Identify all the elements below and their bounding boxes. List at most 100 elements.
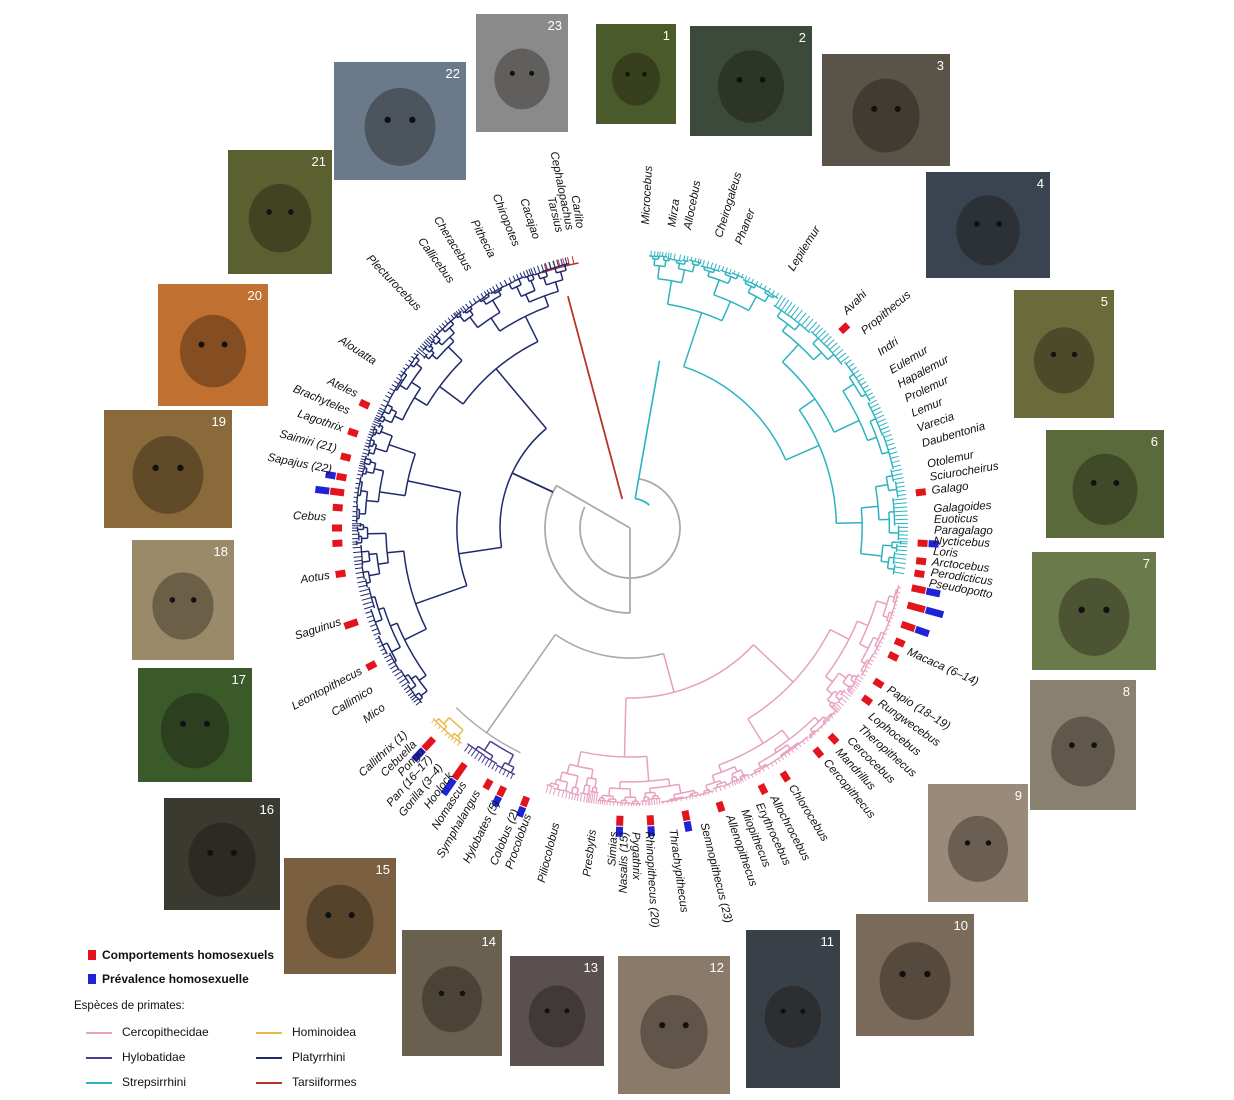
hominoidea-a-a-tips-arc xyxy=(454,737,463,744)
tarsier-tip xyxy=(571,255,575,265)
strepsirrhini-a-a-b-node xyxy=(678,267,693,273)
platyrrhini-b-a-a-a-b-b-tip xyxy=(380,403,387,408)
behavior-marker xyxy=(827,732,840,745)
platyrrhini-a-a-a-b-b-b-tip xyxy=(360,592,371,597)
cercopithecidae-a-b-b-a-a-b-tip xyxy=(739,779,743,783)
legend-label-strepsirrhini: Strepsirrhini xyxy=(122,1075,187,1089)
platyrrhini-b-a-a-a-b-branch xyxy=(386,404,393,408)
primate-eye xyxy=(974,221,980,227)
platyrrhini-b-b-a-b-branch xyxy=(497,290,502,296)
platyrrhini-b-b-a-b-a-b-tips-arc xyxy=(484,292,491,297)
primate-photo xyxy=(402,930,502,1056)
strepsirrhini-b-a-a-a-node xyxy=(776,315,796,331)
behavior-marker xyxy=(421,736,437,752)
cercopithecidae-a-a-b-b-a-a-tip xyxy=(843,690,852,697)
platyrrhini-a-a-a-a-branch xyxy=(410,675,417,680)
cercopithecidae-b-b-a-b-a-tip xyxy=(587,794,590,803)
strepsirrhini-a-a-a-branch xyxy=(653,258,656,266)
strepsirrhini-b-node xyxy=(798,409,838,524)
cercopithecidae-a-a-node xyxy=(825,620,858,677)
platyrrhini-b-b-b-a-a-branch xyxy=(508,283,513,290)
prevalence-marker xyxy=(440,777,457,797)
cercopithecidae-a-b-a-b-b-a-tip xyxy=(762,767,765,772)
strepsirrhini-a-b-b-a-a-tip xyxy=(744,275,748,281)
platyrrhini-a-a-branch xyxy=(404,628,427,641)
hylobatidae-b-a-tips-arc xyxy=(483,755,498,765)
cercopithecidae-a-b-b-b-b-a-tip xyxy=(711,791,713,794)
strepsirrhini-b-a-b-b-a-tip xyxy=(881,429,891,435)
platyrrhini-a-b-a-a-b-node xyxy=(359,481,364,496)
hylobatidae-b-b-tip xyxy=(477,753,483,762)
cercopithecidae-a-a-b-a-branch xyxy=(848,673,854,678)
primate-face xyxy=(306,884,374,959)
photo-number: 10 xyxy=(954,918,968,933)
platyrrhini-b-a-a-a-branch xyxy=(383,418,392,424)
cercopithecidae-a-a-b-branch xyxy=(838,672,847,679)
platyrrhini-b-a-b-b-b-a-tip xyxy=(441,322,446,328)
strepsirrhini-b-a-b-b-b-tip xyxy=(892,464,901,468)
genus-label: Semnopithecus (23) xyxy=(698,822,735,925)
strepsirrhini-branch xyxy=(682,312,703,367)
primate-eye xyxy=(179,720,187,727)
cercopithecidae-a-b-a-b-b-a-tip xyxy=(766,765,770,770)
cercopithecidae-b-b-a-b-b-tip xyxy=(579,793,583,802)
strepsirrhini-b-a-a-a-a-tip xyxy=(774,295,783,307)
strepsirrhini-b-a-b-a-b-tip xyxy=(862,384,869,390)
photo-number: 11 xyxy=(821,934,835,949)
platyrrhini-a-a-a-b-b-b-tip xyxy=(361,597,372,601)
cercopithecidae-a-b-b-branch xyxy=(711,775,716,783)
platyrrhini-a-a-a-a-a-b-tip xyxy=(409,694,415,699)
strepsirrhini-a-a-a-a-b-tip xyxy=(657,251,659,257)
platyrrhini-b-a-b-a-a-tip xyxy=(415,349,426,358)
primate-eye xyxy=(759,76,766,83)
platyrrhini-b-b-a-b-a-b-tip xyxy=(483,291,488,296)
legend-label-hylobatidae: Hylobatidae xyxy=(122,1050,186,1064)
platyrrhini-b-b-a-b-a-a-tip xyxy=(472,298,477,303)
prevalence-marker xyxy=(411,747,426,763)
strepsirrhini-b-b-b-node xyxy=(880,545,884,562)
cercopithecidae-a-a-a-b-b-a-tip xyxy=(865,665,871,669)
strepsirrhini-b-a-b-node xyxy=(842,390,869,441)
species-legend-title: Espèces de primates: xyxy=(74,1000,185,1012)
hominoidea-b-b-tips-arc xyxy=(432,717,440,725)
strepsirrhini-a-a-b-a-a-tip xyxy=(678,254,681,261)
platyrrhini-b-b-a-a-a-b-tips-arc xyxy=(456,310,462,316)
genus-label: Rhinopithecus (20) xyxy=(643,831,661,928)
cercopithecidae-a-a-a-a-b-b-tip xyxy=(887,624,891,627)
platyrrhini-b-b-b-branch xyxy=(525,294,530,303)
cercopithecidae-a-a-a-b-b-b-tips-arc xyxy=(860,668,867,677)
cercopithecidae-a-b-a-b-branch xyxy=(786,744,791,750)
platyrrhini-a-b-a-a-node xyxy=(364,491,369,515)
platyrrhini-a-node xyxy=(456,491,468,586)
platyrrhini-b-b-branch xyxy=(490,317,501,332)
cercopithecidae-a-a-a-a-b-b-tips-arc xyxy=(886,615,892,627)
strepsirrhini-a-a-a-branch xyxy=(664,260,667,267)
strepsirrhini-b-a-a-b-a-tip xyxy=(823,336,832,345)
strepsirrhini-b-b-a-node xyxy=(874,486,880,520)
cercopithecidae-a-a-a-b-b-node xyxy=(860,659,868,671)
strepsirrhini-b-b-a-a-b-tip xyxy=(896,489,906,492)
cercopithecidae-a-a-b-a-a-a-tip xyxy=(855,678,862,683)
platyrrhini-a-a-a-b-a-a-tip xyxy=(392,668,399,673)
cercopithecidae-a-a-a-b-a-b-tip xyxy=(876,648,880,652)
platyrrhini-a-b-b-b-a-node xyxy=(374,429,378,436)
cercopithecidae-b-a-a-b-node xyxy=(645,791,655,794)
platyrrhini-a-b-b-b-a-a-tips-arc xyxy=(371,431,375,438)
strepsirrhini-a-b-b-a-a-tip xyxy=(747,276,751,283)
strepsirrhini-b-b-b-branch xyxy=(881,560,889,563)
platyrrhini-branch xyxy=(458,546,502,555)
strepsirrhini-b-a-b-b-a-tip xyxy=(877,418,886,423)
strepsirrhini-b-b-a-a-b-tip xyxy=(897,494,907,496)
strepsirrhini-b-b-b-b-b-tip xyxy=(893,571,905,575)
platyrrhini-a-b-b-b-b-tip xyxy=(373,420,381,425)
strepsirrhini-a-b-a-b-b-tip xyxy=(737,272,740,276)
platyrrhini-b-b-b-b-branch xyxy=(559,271,564,280)
photo-number: 21 xyxy=(312,154,326,169)
behavior-marker xyxy=(838,322,851,335)
strepsirrhini-a-b-b-b-a-tip xyxy=(767,287,771,293)
platyrrhini-b-b-b-b-b-branch xyxy=(563,264,567,271)
platyrrhini-b-b-a-b-b-b-tips-arc xyxy=(496,285,505,291)
cercopithecidae-a-a-a-branch xyxy=(876,600,888,605)
platyrrhini-b-a-a-b-b-b-tip xyxy=(410,355,415,360)
